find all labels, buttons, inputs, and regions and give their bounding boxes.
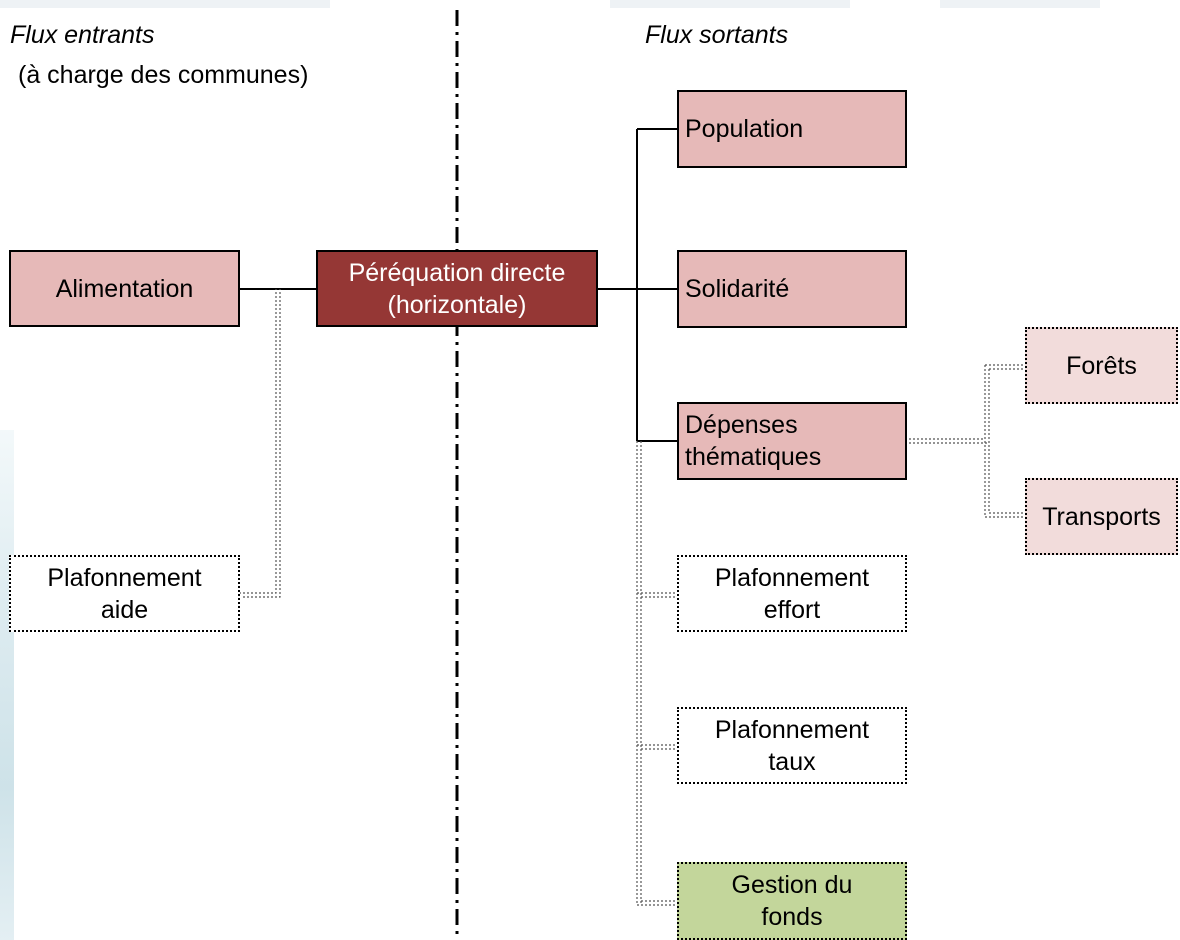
outgoing-flows-title: Flux sortants bbox=[645, 21, 789, 49]
outgoing-dotted-trunk bbox=[636, 441, 642, 905]
incoming-flows-subtitle: (à charge des communes) bbox=[18, 61, 309, 89]
gestion-fonds-line2: fonds bbox=[761, 903, 823, 931]
perequation-line1: Péréquation directe bbox=[348, 258, 566, 287]
perequation-directe-node: Péréquation directe (horizontale) bbox=[316, 250, 598, 327]
depenses-line1: Dépenses bbox=[685, 411, 798, 439]
solidarite-label: Solidarité bbox=[685, 275, 790, 303]
top-edge-strip bbox=[0, 0, 330, 8]
top-edge-strip bbox=[940, 0, 1100, 8]
transports-node: Transports bbox=[1025, 478, 1178, 555]
population-node: Population bbox=[677, 90, 907, 168]
plafonnement-aide-line1: Plafonnement bbox=[47, 563, 202, 592]
plafonnement-effort-line1: Plafonnement bbox=[714, 563, 870, 592]
depenses-line2: thématiques bbox=[685, 443, 822, 471]
depenses-branch-connector bbox=[905, 364, 1025, 518]
plafonnement-aide-node: Plafonnement aide bbox=[9, 555, 240, 632]
plafonnement-taux-line2: taux bbox=[768, 747, 816, 776]
plafonnement-effort-node: Plafonnement effort bbox=[677, 555, 907, 632]
plafonnement-effort-connector bbox=[637, 592, 677, 598]
transports-label: Transports bbox=[1042, 502, 1161, 531]
alimentation-label: Alimentation bbox=[55, 274, 194, 303]
gestion-du-fonds-node: Gestion du fonds bbox=[677, 862, 907, 940]
plafonnement-aide-connector bbox=[239, 289, 281, 598]
alimentation-node: Alimentation bbox=[9, 250, 240, 327]
perequation-line2: (horizontale) bbox=[387, 290, 527, 319]
forets-label: Forêts bbox=[1066, 351, 1137, 380]
plafonnement-effort-line2: effort bbox=[763, 595, 821, 624]
gestion-fonds-connector bbox=[637, 900, 677, 906]
forets-node: Forêts bbox=[1025, 327, 1178, 404]
top-edge-strip bbox=[610, 0, 850, 8]
plafonnement-taux-node: Plafonnement taux bbox=[677, 707, 907, 784]
population-label: Population bbox=[685, 115, 804, 143]
depenses-thematiques-node: Dépenses thématiques bbox=[677, 402, 907, 480]
plafonnement-aide-line2: aide bbox=[100, 595, 149, 624]
solidarite-node: Solidarité bbox=[677, 250, 907, 328]
gestion-fonds-line1: Gestion du bbox=[731, 871, 853, 899]
incoming-flows-title: Flux entrants bbox=[10, 21, 155, 49]
plafonnement-taux-line1: Plafonnement bbox=[714, 715, 870, 744]
plafonnement-taux-connector bbox=[637, 744, 677, 750]
